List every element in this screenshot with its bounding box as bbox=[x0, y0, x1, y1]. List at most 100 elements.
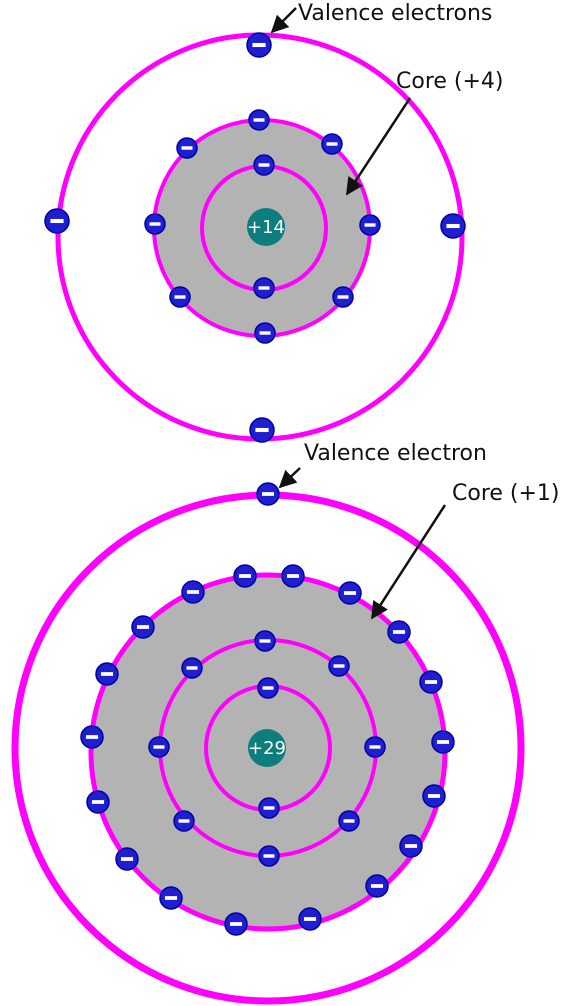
minus-sign-icon bbox=[424, 680, 438, 684]
minus-sign-icon bbox=[337, 295, 349, 299]
core-label: Core (+1) bbox=[452, 481, 560, 506]
minus-sign-icon bbox=[91, 800, 105, 804]
minus-sign-icon bbox=[255, 427, 269, 433]
electron bbox=[419, 670, 443, 694]
minus-sign-icon bbox=[186, 666, 198, 670]
electron bbox=[254, 630, 276, 652]
electron bbox=[95, 662, 119, 686]
electron bbox=[131, 615, 155, 639]
electron bbox=[233, 564, 257, 588]
electron bbox=[148, 736, 170, 758]
minus-sign-icon bbox=[253, 118, 265, 122]
electron bbox=[173, 810, 195, 832]
minus-sign-icon bbox=[181, 146, 193, 150]
minus-sign-icon bbox=[229, 922, 243, 926]
electron bbox=[359, 214, 381, 236]
minus-sign-icon bbox=[174, 295, 186, 299]
nucleus-label: +14 bbox=[247, 217, 285, 238]
minus-sign-icon bbox=[149, 222, 161, 226]
electron bbox=[321, 133, 343, 155]
electron bbox=[281, 564, 305, 588]
electron bbox=[440, 213, 466, 239]
valence-arrow bbox=[278, 467, 301, 489]
minus-sign-icon bbox=[252, 42, 266, 48]
minus-sign-icon bbox=[303, 917, 317, 921]
minus-sign-icon bbox=[261, 492, 275, 496]
nucleus-circle bbox=[247, 208, 285, 246]
minus-sign-icon bbox=[262, 686, 274, 690]
minus-sign-icon bbox=[238, 574, 252, 578]
nucleus-circle bbox=[248, 729, 286, 767]
electron bbox=[159, 886, 183, 910]
core-arrow bbox=[370, 504, 447, 620]
minus-sign-icon bbox=[436, 740, 450, 744]
nucleus: +29 bbox=[248, 729, 286, 767]
valence-arrow-line bbox=[270, 7, 297, 34]
electron bbox=[258, 845, 280, 867]
electron bbox=[364, 736, 386, 758]
minus-sign-icon bbox=[259, 331, 271, 335]
electron bbox=[176, 137, 198, 159]
electron-group bbox=[80, 482, 455, 936]
electron bbox=[249, 417, 275, 443]
minus-sign-icon bbox=[343, 819, 355, 823]
atom-silicon: +14 Valence electrons Core (+4) bbox=[44, 1, 504, 443]
electron bbox=[328, 655, 350, 677]
nucleus: +14 bbox=[247, 208, 285, 246]
valence-label: Valence electrons bbox=[298, 1, 492, 26]
electron bbox=[422, 784, 446, 808]
valence-arrow-line bbox=[278, 467, 301, 489]
electron bbox=[169, 286, 191, 308]
minus-sign-icon bbox=[263, 854, 275, 858]
electron bbox=[224, 912, 248, 936]
minus-sign-icon bbox=[427, 794, 441, 798]
minus-sign-icon bbox=[404, 844, 418, 848]
nucleus-label: +29 bbox=[248, 738, 286, 759]
minus-sign-icon bbox=[50, 218, 64, 224]
minus-sign-icon bbox=[186, 590, 200, 594]
electron bbox=[181, 580, 205, 604]
minus-sign-icon bbox=[258, 286, 270, 290]
minus-sign-icon bbox=[364, 223, 376, 227]
minus-sign-icon bbox=[343, 591, 357, 595]
electron bbox=[256, 482, 280, 506]
electron bbox=[44, 208, 70, 234]
electron bbox=[181, 657, 203, 679]
electron bbox=[254, 322, 276, 344]
electron bbox=[298, 907, 322, 931]
minus-sign-icon bbox=[259, 639, 271, 643]
minus-sign-icon bbox=[369, 745, 381, 749]
minus-sign-icon bbox=[164, 896, 178, 900]
core-arrow-line bbox=[370, 504, 447, 620]
core-arrow bbox=[345, 97, 412, 196]
electron bbox=[365, 874, 389, 898]
electron bbox=[80, 725, 104, 749]
core-arrow-line bbox=[345, 97, 412, 196]
minus-sign-icon bbox=[286, 574, 300, 578]
electron bbox=[253, 277, 275, 299]
minus-sign-icon bbox=[326, 142, 338, 146]
core-label: Core (+4) bbox=[396, 69, 504, 94]
electron bbox=[387, 620, 411, 644]
electron bbox=[258, 797, 280, 819]
minus-sign-icon bbox=[153, 745, 165, 749]
minus-sign-icon bbox=[85, 735, 99, 739]
minus-sign-icon bbox=[178, 819, 190, 823]
atom-copper: +29 Valence electron Core (+1) bbox=[11, 441, 560, 1005]
electron bbox=[257, 677, 279, 699]
electron bbox=[399, 834, 423, 858]
minus-sign-icon bbox=[392, 630, 406, 634]
electron bbox=[431, 730, 455, 754]
minus-sign-icon bbox=[100, 672, 114, 676]
electron bbox=[246, 32, 272, 58]
electron bbox=[338, 581, 362, 605]
electron bbox=[332, 286, 354, 308]
electron bbox=[144, 213, 166, 235]
valence-arrow bbox=[270, 7, 297, 34]
valence-label: Valence electron bbox=[304, 441, 487, 466]
minus-sign-icon bbox=[333, 664, 345, 668]
minus-sign-icon bbox=[120, 857, 134, 861]
electron bbox=[115, 847, 139, 871]
electron bbox=[86, 790, 110, 814]
